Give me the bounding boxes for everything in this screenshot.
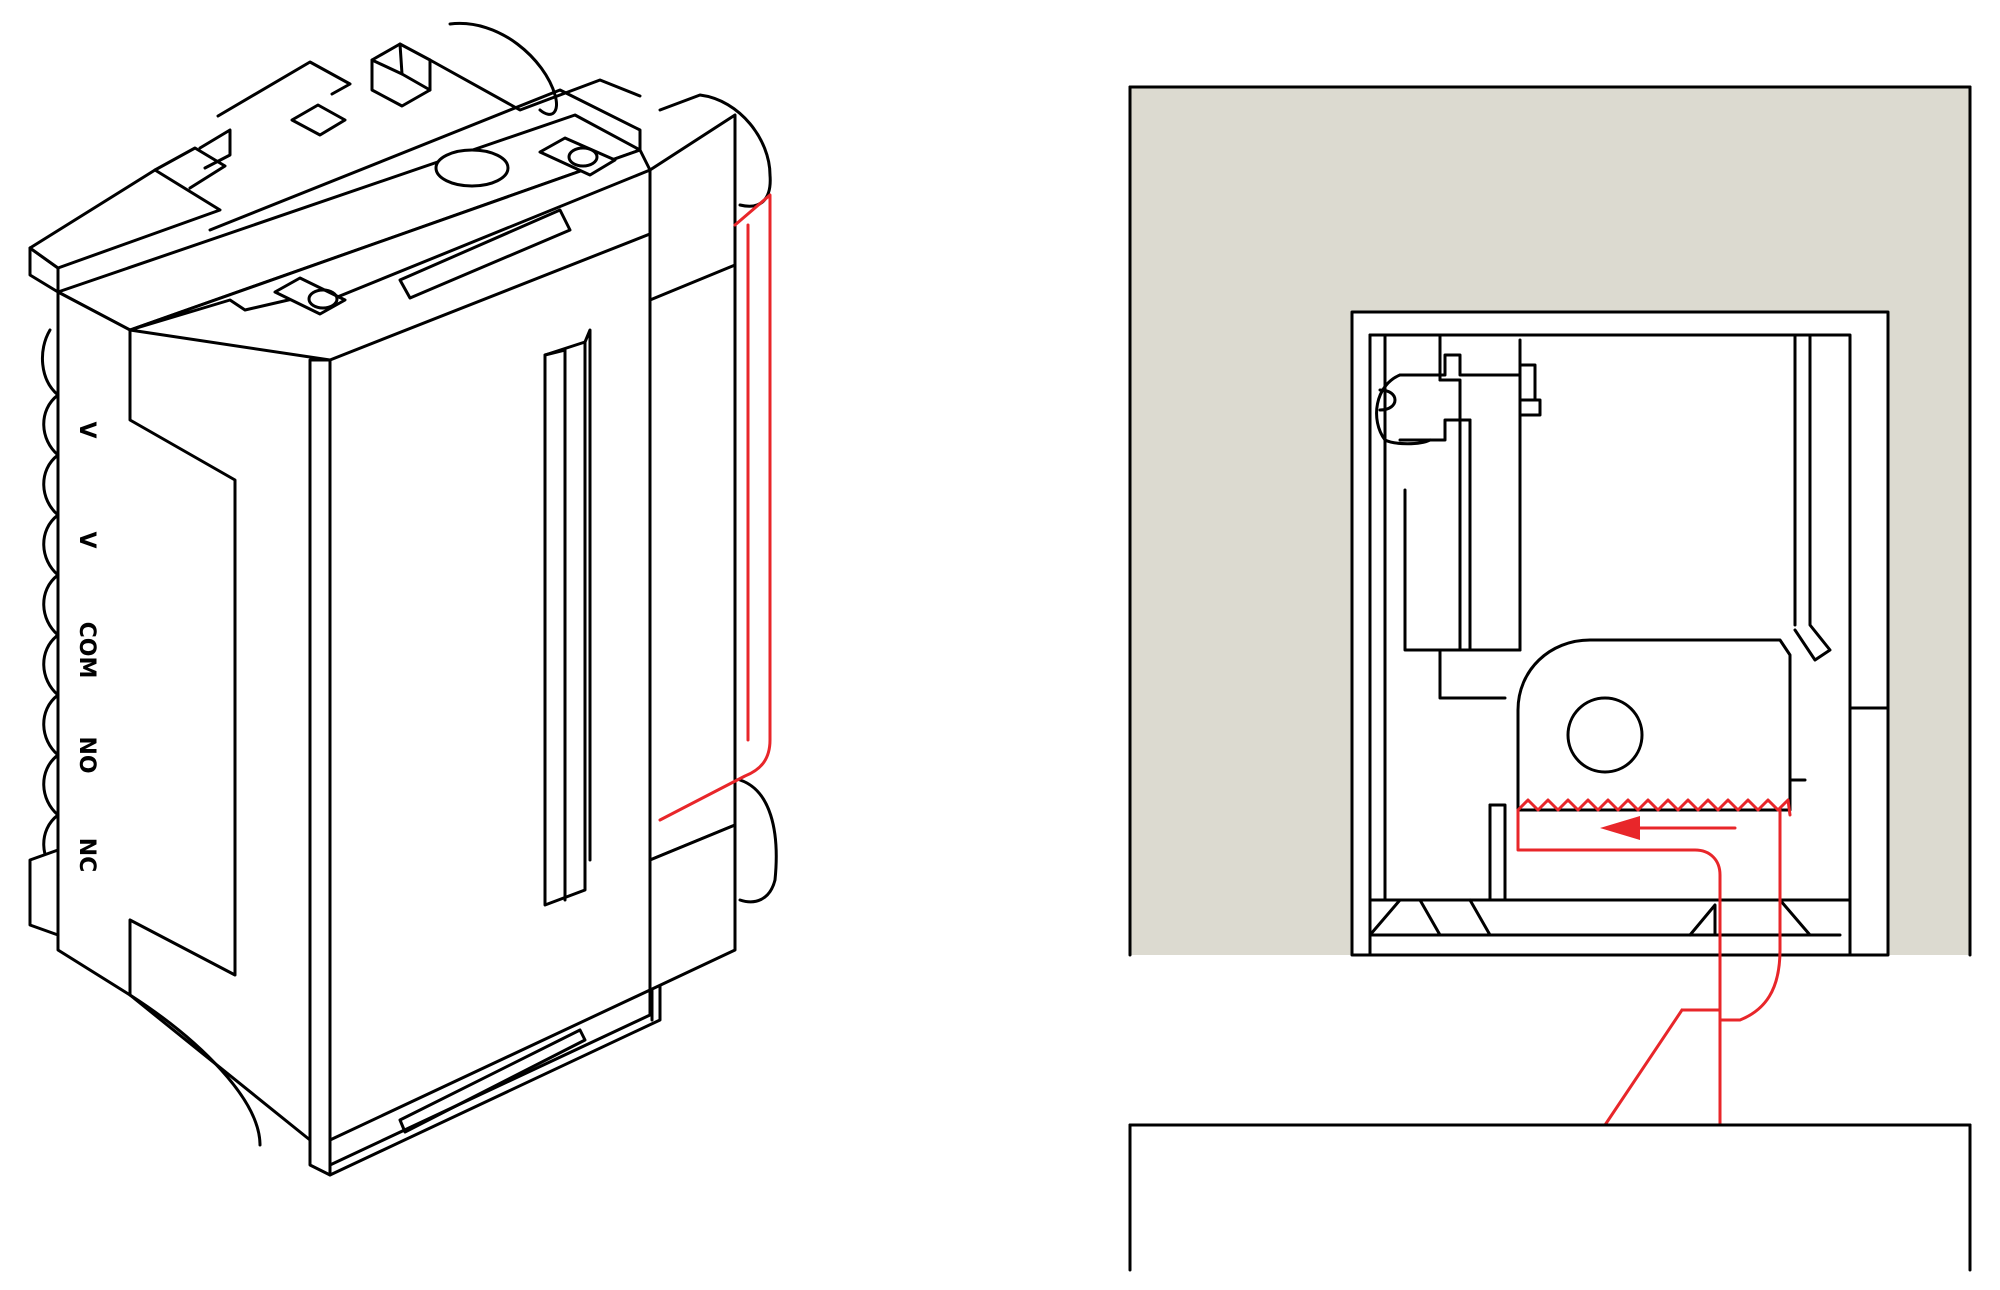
terminal-label-v2: V bbox=[74, 531, 99, 548]
module-top-rail bbox=[28, 21, 642, 294]
housing-outer bbox=[1350, 310, 1890, 957]
release-clip-highlight bbox=[658, 193, 772, 822]
section-view bbox=[1128, 85, 1972, 1272]
module-housing-section bbox=[1350, 310, 1890, 957]
latch-highlight bbox=[1516, 798, 1792, 1127]
direction-arrowhead-icon bbox=[1600, 816, 1640, 840]
terminal-label-no: NO bbox=[74, 736, 99, 773]
cam-body bbox=[1516, 638, 1792, 812]
module-front-face bbox=[308, 113, 778, 1177]
terminal-label-nc: NC bbox=[74, 838, 99, 873]
lower-panel bbox=[1128, 1123, 1972, 1272]
wall-fill bbox=[1130, 87, 1970, 955]
terminal-label-v1: V bbox=[74, 421, 99, 438]
latch-serrated-edge bbox=[1516, 798, 1792, 817]
wall-section bbox=[1128, 85, 1972, 957]
terminal-label-com: COM bbox=[74, 622, 99, 679]
module-top-face bbox=[56, 93, 772, 332]
isometric-module: V V COM NO NC bbox=[28, 21, 778, 1177]
cam-pivot-icon bbox=[1566, 696, 1644, 774]
module-left-face: V V COM NO NC bbox=[28, 290, 332, 1152]
top-screw-hole-icon bbox=[434, 148, 510, 188]
